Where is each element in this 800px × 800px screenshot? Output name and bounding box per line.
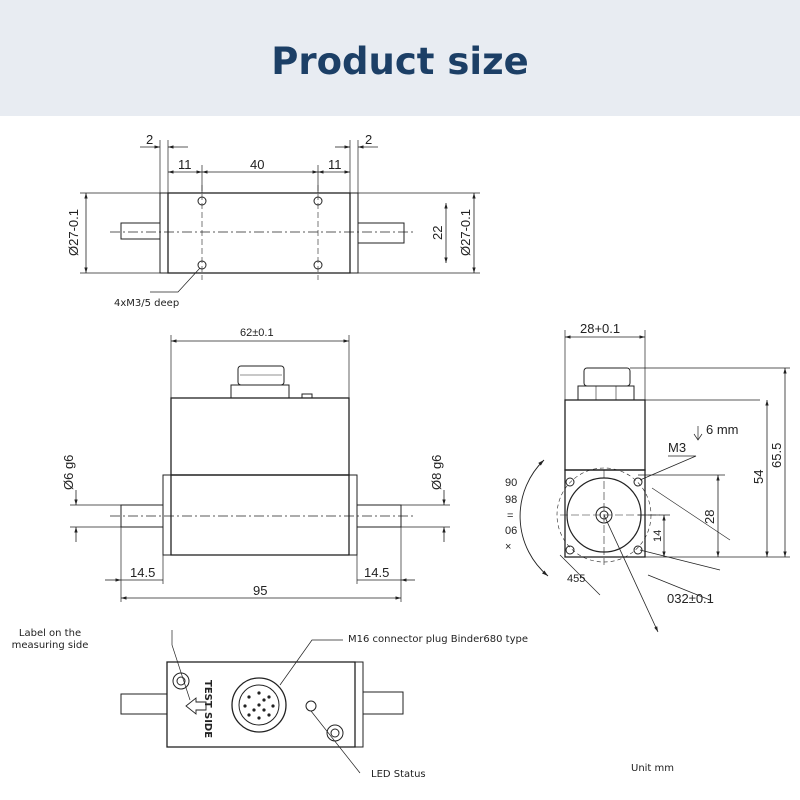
connector-plug	[237, 365, 285, 386]
dim-left-11: 11	[178, 157, 192, 172]
mount-hole-icon	[565, 477, 575, 487]
front-view-labels: 62±0.1 Ø6 g6 Ø8 g6 14.5 14.5 95	[61, 327, 444, 598]
front-body	[170, 474, 350, 556]
dim-h-14: 14	[652, 530, 664, 542]
page-title: Product size	[271, 40, 529, 83]
front-view	[70, 335, 450, 602]
header-band	[0, 0, 800, 116]
label-side-line1: Label on the	[19, 628, 81, 639]
dim-h-28: 28	[702, 510, 717, 524]
dim-width-28: 28+0.1	[580, 321, 620, 336]
dim-diam-right: Ø27-0.1	[458, 209, 473, 256]
top-view-labels: 2 2 11 40 11 Ø27-0.1 22 Ø27-0.1 4xM3/5 d…	[66, 132, 473, 309]
angle-mark-4: 06	[505, 525, 517, 537]
front-housing	[170, 397, 350, 476]
dim-right-11: 11	[328, 157, 342, 172]
dim-width-62: 62±0.1	[240, 327, 274, 339]
dim-right-14-5: 14.5	[364, 565, 389, 580]
dim-h-65-5: 65.5	[769, 443, 784, 468]
dim-left-14-5: 14.5	[130, 565, 155, 580]
hole-icon	[313, 196, 323, 206]
hole-icon	[197, 196, 207, 206]
label-side-line2: measuring side	[12, 640, 89, 651]
angle-mark-2: 98	[505, 494, 517, 506]
unit-label: Unit mm	[631, 763, 674, 774]
dim-flange-right: 2	[365, 132, 372, 147]
dim-shaft-left: Ø6 g6	[61, 455, 76, 490]
bottom-shaft-left	[120, 693, 168, 715]
hole-icon	[313, 260, 323, 270]
stamp-side: SIDE	[202, 712, 213, 738]
led-status-label: LED Status	[371, 769, 426, 780]
dim-flange-left: 2	[146, 132, 153, 147]
connector-label: M16 connector plug Binder680 type	[348, 634, 528, 645]
stamp-test: TEST	[202, 680, 213, 708]
screw-icon	[326, 724, 344, 742]
bottom-shaft-right	[362, 691, 404, 715]
angle-mark-5: ×	[505, 541, 511, 553]
dim-height-22: 22	[430, 226, 445, 240]
dim-center-40: 40	[250, 157, 264, 172]
top-shaft-left	[120, 222, 161, 240]
arrow-icon	[185, 697, 207, 715]
side-connector-base	[577, 385, 635, 401]
mount-hole-icon	[633, 477, 643, 487]
connector-base	[230, 384, 290, 399]
front-shaft-left	[120, 504, 164, 528]
side-housing	[564, 399, 646, 471]
dim-h-54: 54	[751, 470, 766, 484]
led-icon	[305, 700, 317, 712]
side-view	[519, 330, 790, 633]
bolt-circle-label: 032±0.1	[667, 591, 714, 606]
side-connector-plug	[583, 367, 631, 387]
dim-r-455: 455	[567, 573, 585, 585]
bottom-view	[120, 630, 404, 774]
depth-label: 6 mm	[706, 422, 739, 437]
angle-arc	[519, 459, 549, 577]
bottom-flange-right	[354, 661, 364, 748]
dim-overall-95: 95	[253, 583, 267, 598]
hole-icon	[197, 260, 207, 270]
top-shaft-right	[357, 222, 405, 244]
led-nub	[301, 393, 313, 399]
connector-pins	[243, 691, 275, 720]
side-flange	[564, 469, 646, 558]
angle-mark-3: =	[507, 510, 513, 522]
top-flange-right	[349, 192, 359, 274]
mount-hole-icon	[565, 545, 575, 555]
dim-shaft-right: Ø8 g6	[429, 455, 444, 490]
top-body	[167, 192, 351, 274]
screw-icon	[172, 672, 190, 690]
angle-mark-1: 90	[505, 477, 517, 489]
side-view-labels: 28+0.1 M3 6 mm 65.5 54 28 14 032±0.1 455…	[505, 321, 784, 606]
dim-diam-left: Ø27-0.1	[66, 209, 81, 256]
holes-note: 4xM3/5 deep	[114, 298, 179, 309]
thread-label: M3	[668, 440, 686, 455]
top-flange-left	[159, 192, 169, 274]
mount-hole-icon	[633, 545, 643, 555]
front-flange-right	[348, 474, 358, 556]
bottom-view-labels: Label on the measuring side M16 connecto…	[12, 628, 674, 780]
connector-icon	[231, 677, 287, 733]
top-view	[80, 140, 480, 293]
front-flange-left	[162, 474, 172, 556]
